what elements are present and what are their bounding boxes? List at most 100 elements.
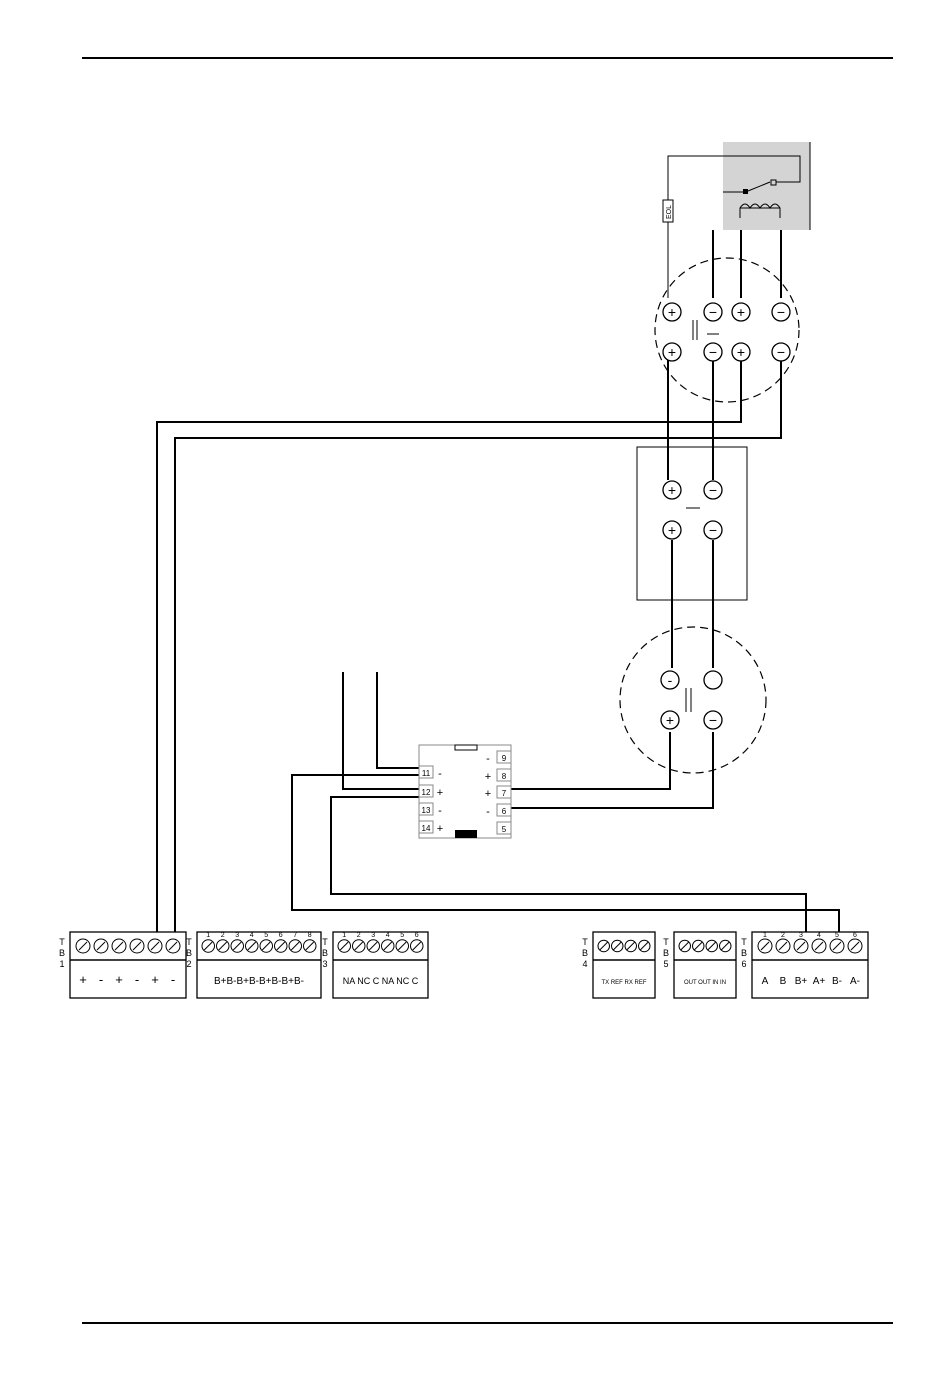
tb-letter-t: T: [582, 937, 588, 947]
terminal-number: 1: [342, 932, 346, 939]
device-terminal: +: [663, 303, 681, 321]
terminal-symbol: −: [709, 712, 717, 728]
screw-terminal: [231, 940, 244, 953]
tb-letter-t: T: [741, 937, 747, 947]
tb-number: 1: [59, 959, 64, 969]
pin-number: 7: [502, 789, 507, 798]
terminal-block-tb4: TB4TX REF RX REF: [582, 932, 655, 998]
terminal-symbol: +: [668, 304, 676, 320]
tb-letter-b: B: [59, 948, 65, 958]
module-pin-left: 12+: [419, 785, 443, 799]
screw-terminal: [367, 940, 380, 953]
terminal-symbol: +: [737, 344, 745, 360]
device-terminal: +: [663, 521, 681, 539]
device-terminal: +: [663, 481, 681, 499]
screw-terminal: [706, 940, 718, 952]
screw-terminal: [812, 939, 826, 953]
screw-terminal: [76, 939, 90, 953]
terminal-label: A+: [813, 976, 826, 987]
terminal-block-tb1: TB1+-+-+-: [59, 932, 186, 998]
terminal-label: A: [762, 976, 769, 987]
screw-terminal: [720, 940, 732, 952]
terminal-number: 7: [293, 932, 297, 939]
terminal-block-tb5: TB5OUT OUT IN IN: [663, 932, 736, 998]
device-terminal: −: [704, 343, 722, 361]
base-box: [637, 447, 747, 600]
terminal-number: 8: [308, 932, 312, 939]
terminal-number: 2: [221, 932, 225, 939]
terminal-symbol: −: [709, 344, 717, 360]
device-terminal: +: [663, 343, 681, 361]
tb-letter-t: T: [322, 937, 328, 947]
screw-terminal: [639, 940, 651, 952]
module-pin-left: 11-: [419, 766, 442, 780]
terminal-symbol: +: [668, 522, 676, 538]
screw-terminal: [353, 940, 366, 953]
terminal-symbol: +: [668, 344, 676, 360]
terminal-number: 2: [357, 932, 361, 939]
pin-number: 6: [502, 807, 507, 816]
terminal-number: 3: [799, 932, 803, 939]
screw-terminal: [598, 940, 610, 952]
screw-terminal: [338, 940, 351, 953]
pin-sign: -: [438, 768, 442, 780]
device-terminal: -: [661, 671, 679, 689]
pin-number: 9: [502, 754, 507, 763]
screw-terminal: [679, 940, 691, 952]
tb-letter-t: T: [663, 937, 669, 947]
pin-sign: +: [437, 787, 443, 799]
device-terminal: −: [772, 303, 790, 321]
terminal-label: OUT OUT IN IN: [684, 980, 726, 986]
device-terminal: +: [732, 303, 750, 321]
terminal-symbol: +: [666, 712, 674, 728]
terminal-number: 3: [235, 932, 239, 939]
device-terminal: −: [704, 303, 722, 321]
device-terminal: −: [772, 343, 790, 361]
detector-bottom: [620, 627, 766, 773]
tb-number: 3: [322, 959, 327, 969]
terminal-label: +: [151, 972, 159, 987]
terminal-label: B: [780, 976, 787, 987]
pin-number: 13: [422, 806, 431, 815]
screw-terminal: [758, 939, 772, 953]
terminal-number: 4: [817, 932, 821, 939]
pin-sign: +: [485, 788, 491, 800]
screw-terminal: [830, 939, 844, 953]
pin-sign: +: [485, 771, 491, 783]
terminal-number: 5: [835, 932, 839, 939]
pin-number: 8: [502, 772, 507, 781]
screw-terminal: [848, 939, 862, 953]
module-pin-right: 7+: [485, 786, 511, 800]
terminal-number: 2: [781, 932, 785, 939]
screw-terminal: [166, 939, 180, 953]
tb-letter-b: B: [741, 948, 747, 958]
terminal-number: 1: [763, 932, 767, 939]
device-terminal: [704, 671, 722, 689]
pin-sign: -: [486, 753, 490, 765]
terminal-label: TX REF RX REF: [601, 980, 646, 986]
device-terminal: −: [704, 481, 722, 499]
terminal-symbol: −: [709, 482, 717, 498]
screw-terminal: [202, 940, 215, 953]
screw-terminal: [625, 940, 637, 952]
terminal-number: 5: [264, 932, 268, 939]
terminal-number: 6: [853, 932, 857, 939]
terminal-label: +: [79, 972, 87, 987]
pin-number: 5: [502, 825, 507, 834]
terminal-label: B+: [795, 976, 808, 987]
terminal-number: 4: [386, 932, 390, 939]
terminal-number: 6: [279, 932, 283, 939]
terminal-symbol: +: [737, 304, 745, 320]
terminal-number: 3: [371, 932, 375, 939]
screw-terminal: [112, 939, 126, 953]
terminal-symbol: −: [709, 304, 717, 320]
relay: EOL: [663, 142, 810, 298]
tb-letter-t: T: [186, 937, 192, 947]
tb-number: 4: [582, 959, 587, 969]
tb-number: 2: [186, 959, 191, 969]
tb-letter-b: B: [186, 948, 192, 958]
terminal-label: A-: [850, 976, 860, 987]
